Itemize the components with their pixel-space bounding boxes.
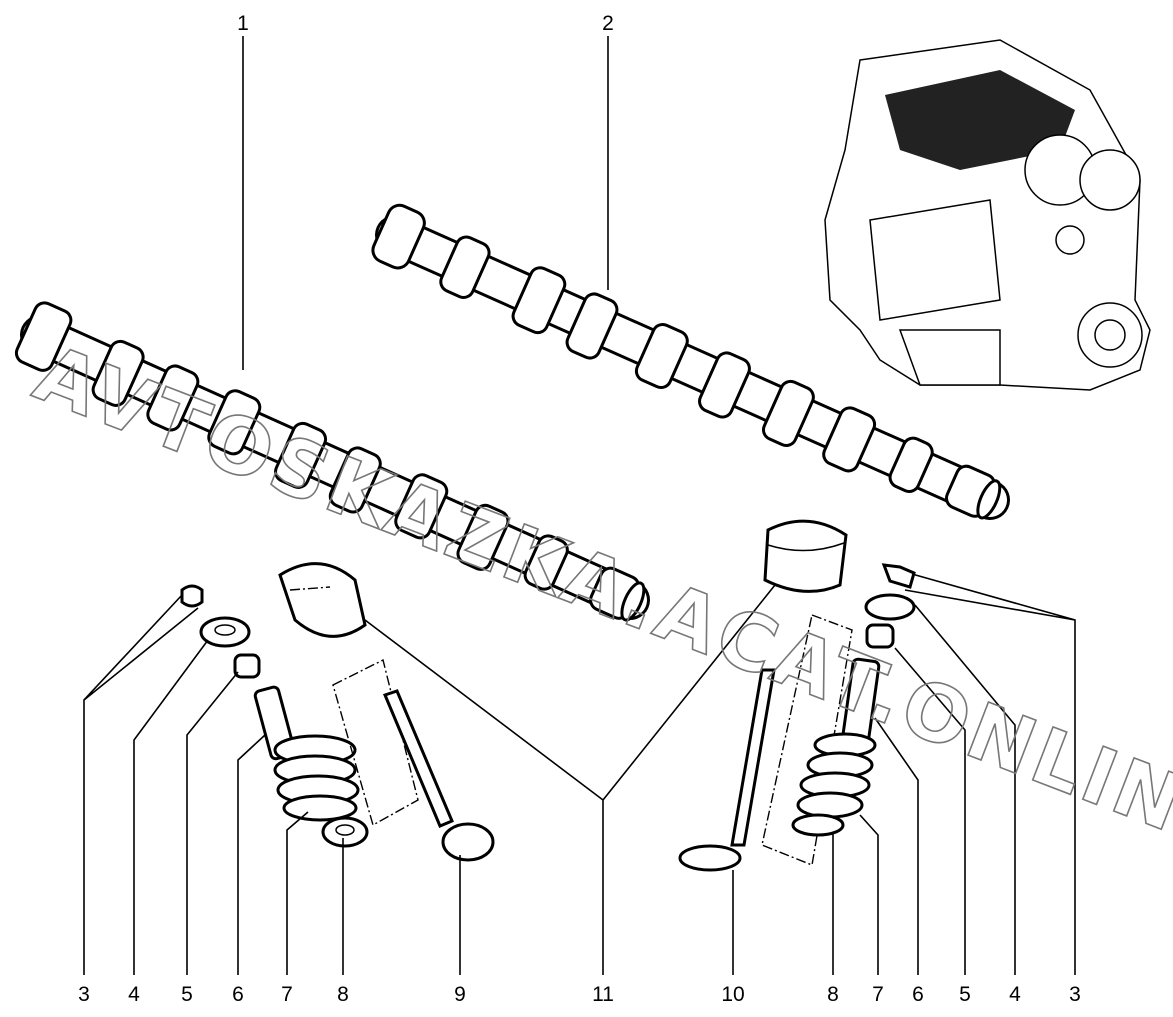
valve-seal-left <box>233 653 261 679</box>
callout-4-left: 4 <box>128 983 140 1006</box>
valve-left <box>382 689 454 828</box>
valve-keepers-left <box>180 584 204 608</box>
spring-seat-right <box>791 813 845 837</box>
valve-seal-right <box>865 623 895 649</box>
valve-keepers-right <box>881 563 916 589</box>
valve-right <box>730 668 776 847</box>
callout-5-right: 5 <box>959 983 971 1006</box>
leader-lines <box>83 36 1076 975</box>
callout-6-left: 6 <box>232 983 244 1006</box>
tappet-right <box>763 519 848 593</box>
callout-5-left: 5 <box>181 983 193 1006</box>
left-valve-group <box>180 562 495 862</box>
callout-6-right: 6 <box>912 983 924 1006</box>
callout-1: 1 <box>237 12 249 35</box>
callout-8-right: 8 <box>827 983 839 1006</box>
valve-spring-left <box>273 734 360 822</box>
callout-11: 11 <box>592 983 614 1006</box>
callout-2: 2 <box>602 12 614 35</box>
callout-7-right: 7 <box>872 983 884 1006</box>
callout-8-left: 8 <box>337 983 349 1006</box>
callout-10: 10 <box>721 983 744 1006</box>
camshaft-1 <box>14 301 650 622</box>
callout-7-left: 7 <box>281 983 293 1006</box>
callout-labels: 1 2 3 4 5 6 7 8 9 11 10 8 7 6 5 4 3 <box>78 12 1081 1006</box>
camshaft-2 <box>371 203 1010 520</box>
engine-assembly-illustration <box>824 39 1151 391</box>
callout-3-right: 3 <box>1069 983 1081 1006</box>
spring-retainer-right <box>864 593 916 621</box>
right-valve-group <box>678 519 916 872</box>
tappet-left <box>278 562 367 638</box>
callout-4-right: 4 <box>1009 983 1021 1006</box>
callout-3-left: 3 <box>78 983 90 1006</box>
callout-9: 9 <box>454 983 466 1006</box>
valve-spring-right <box>796 732 877 819</box>
